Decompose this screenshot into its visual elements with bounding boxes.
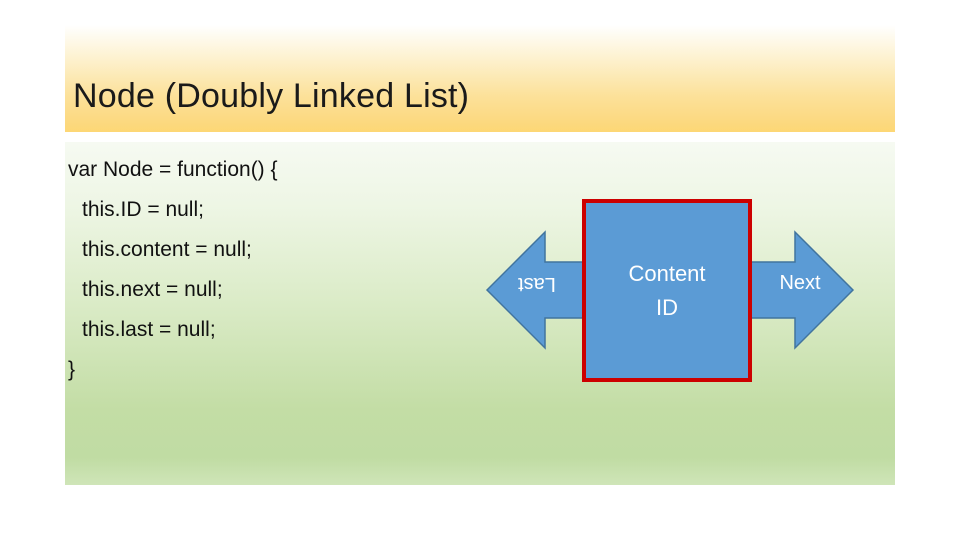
left-arrow-label: Last: [518, 273, 556, 295]
center-box-line-content: Content: [628, 260, 706, 286]
left-arrow-icon: [485, 230, 855, 350]
code-line: this.next = null;: [82, 278, 223, 301]
code-block: var Node = function() { this.ID = null; …: [68, 150, 448, 390]
page-title: Node (Doubly Linked List): [73, 77, 470, 115]
right-arrow-label: Next: [779, 272, 821, 294]
code-line: this.content = null;: [82, 238, 252, 261]
code-line: var Node = function() {: [68, 158, 278, 181]
code-line: this.last = null;: [82, 318, 216, 341]
code-line: this.ID = null;: [82, 198, 204, 221]
node-diagram: Last Next Content ID: [470, 187, 890, 447]
center-box-line-id: ID: [656, 294, 678, 320]
body-panel: var Node = function() { this.ID = null; …: [65, 142, 895, 485]
center-node-box: Content ID: [582, 199, 752, 382]
code-line: }: [68, 358, 76, 381]
title-band: Node (Doubly Linked List): [65, 25, 895, 132]
